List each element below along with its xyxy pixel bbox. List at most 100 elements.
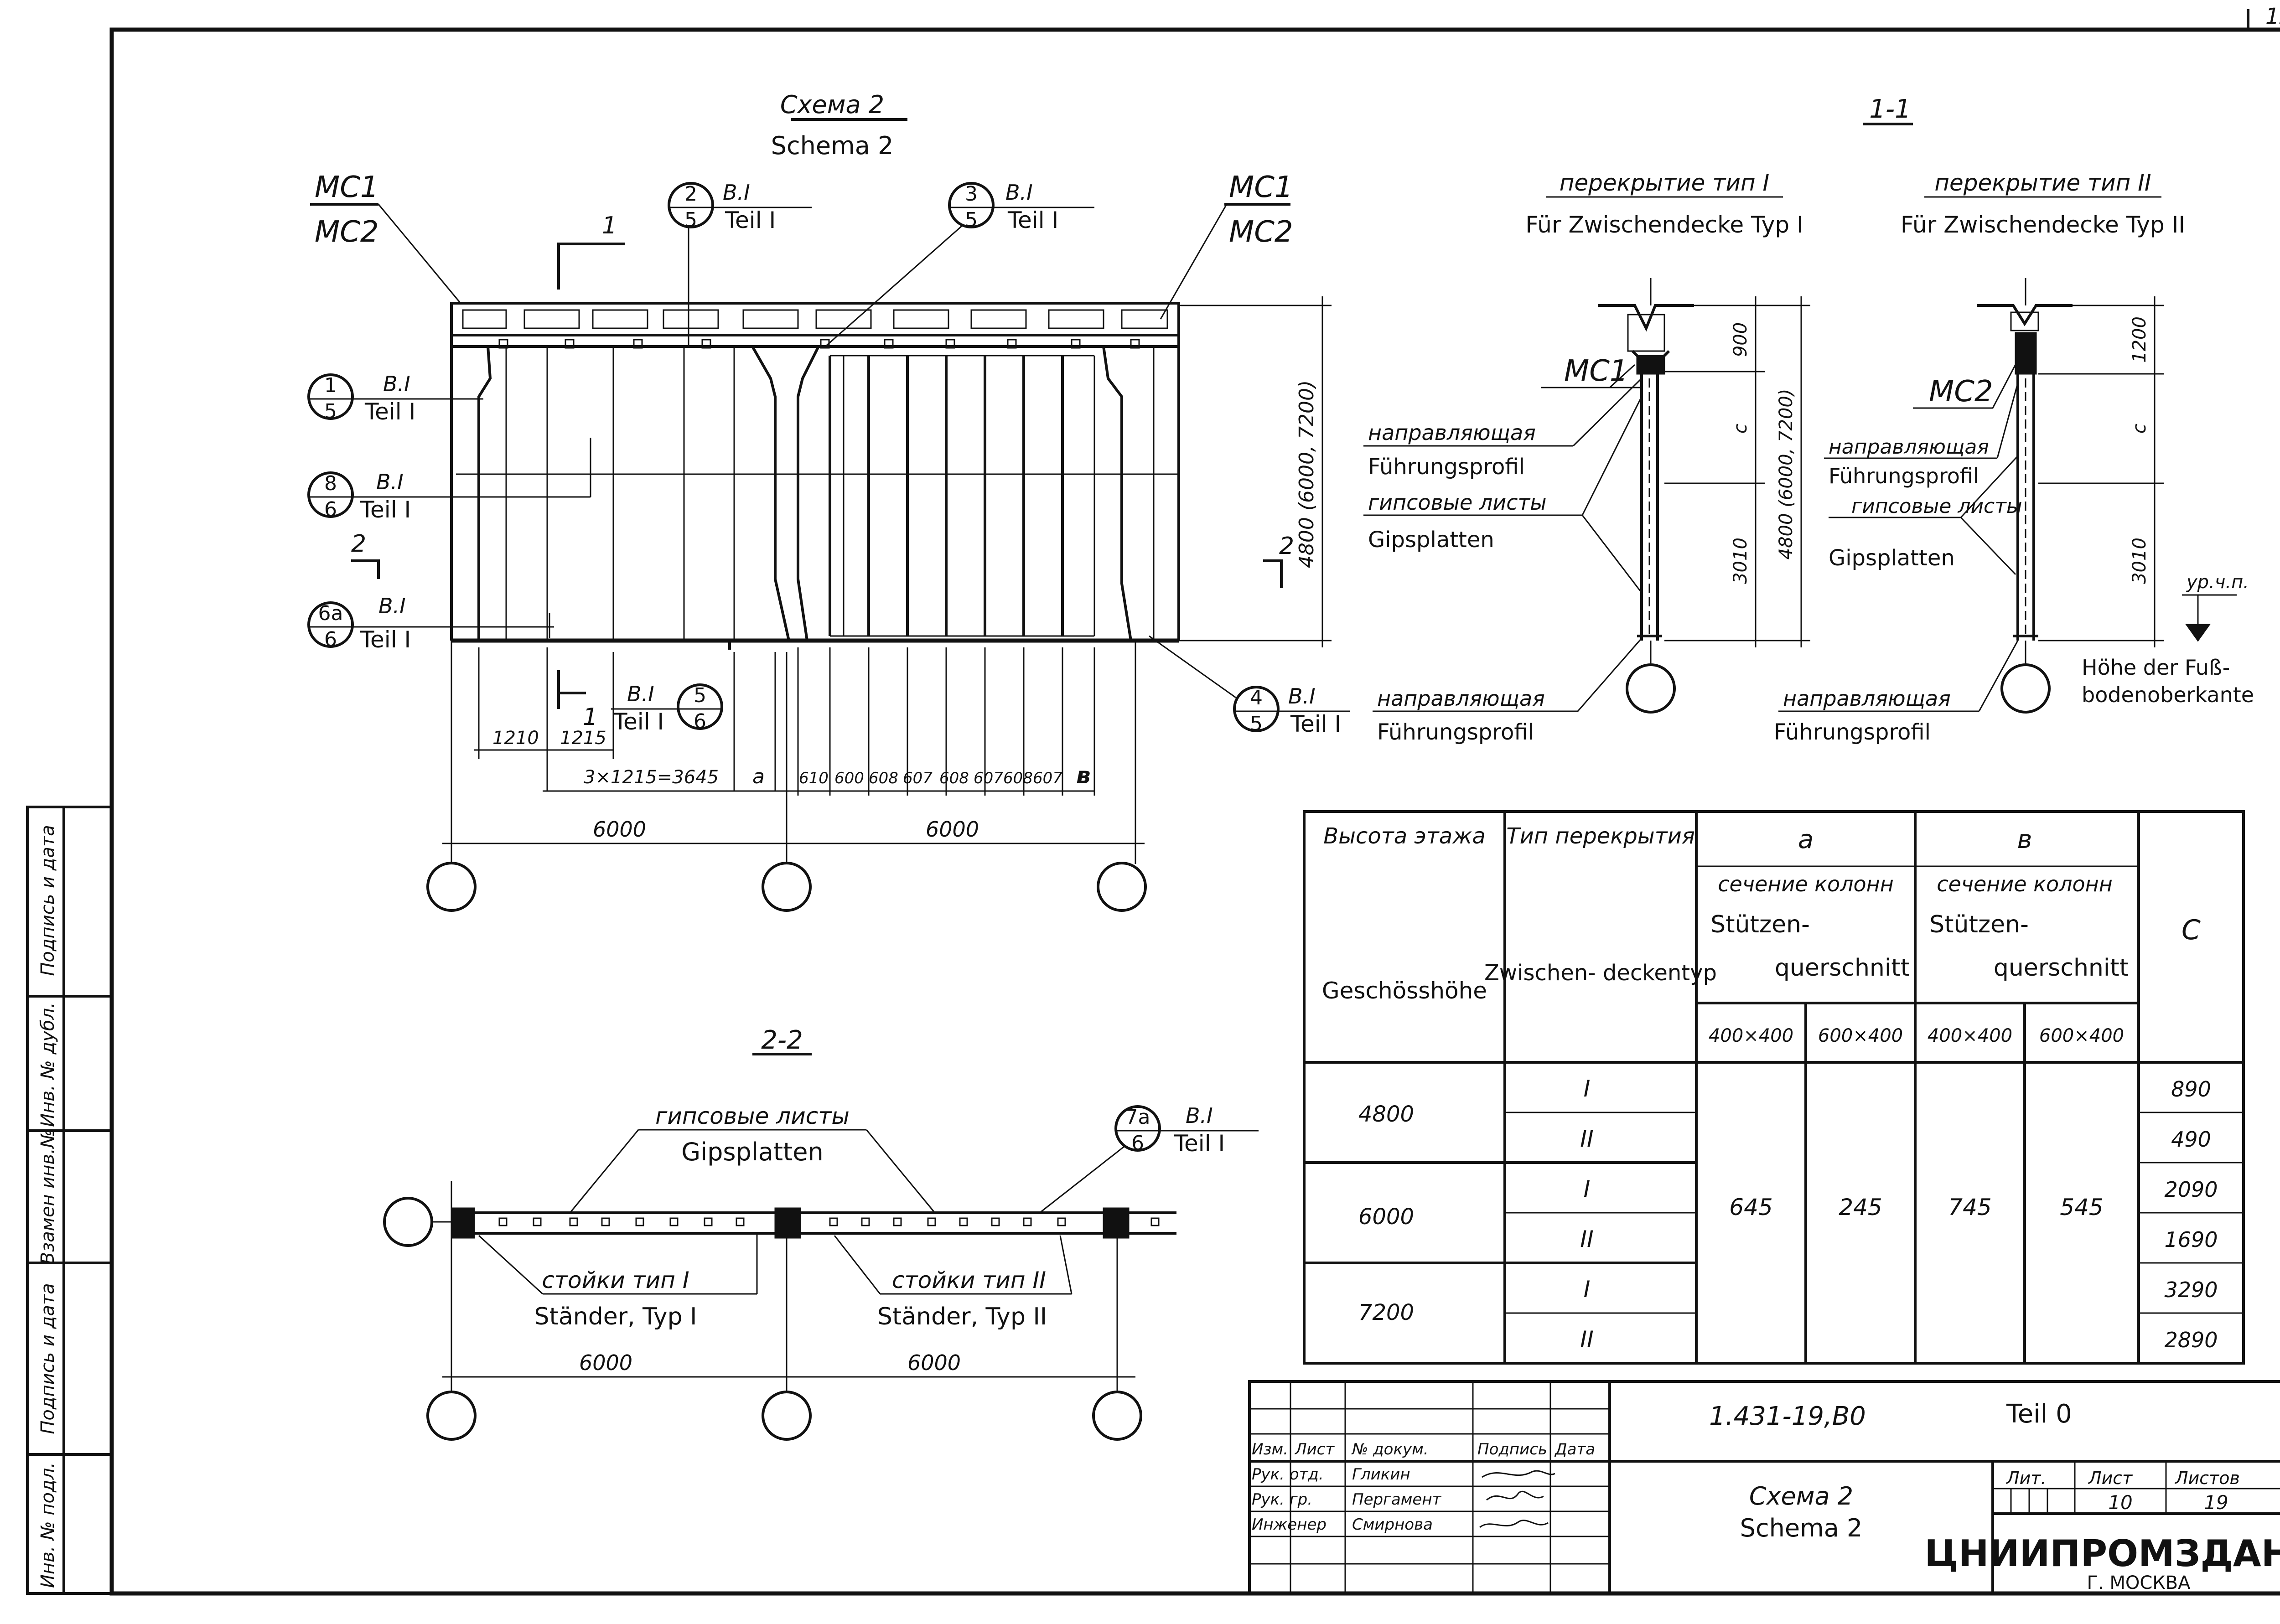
cell-type: I bbox=[1584, 1276, 1591, 1303]
height-dimension: 4800 (6000, 7200) bbox=[1295, 380, 1318, 568]
section-mark: 1 bbox=[602, 212, 617, 239]
bubble-teil: Teil I bbox=[1290, 711, 1341, 737]
header-sec-de1: Stützen- bbox=[1710, 911, 1810, 938]
bubble-num: 8 bbox=[324, 472, 337, 495]
dim-value: 608 bbox=[939, 769, 969, 787]
bubble-num: 1 bbox=[324, 374, 337, 397]
cell-value: 245 bbox=[1839, 1194, 1882, 1221]
guide-bottom-ru: направляющая bbox=[1783, 686, 1951, 711]
dim-value: 3010 bbox=[2129, 538, 2150, 584]
sig-header: Изм. bbox=[1252, 1440, 1288, 1458]
guide-label-ru: направляющая bbox=[1368, 420, 1536, 445]
bubble-ref: В.I bbox=[723, 180, 750, 205]
dim-value: 607 bbox=[974, 769, 1003, 787]
guide-label-de: Führungsprofil bbox=[1368, 454, 1525, 480]
dim-value: 900 bbox=[1730, 322, 1751, 357]
type2-de: Für Zwischendecke Typ II bbox=[1901, 212, 2185, 238]
bubble-den: 5 bbox=[1250, 712, 1263, 735]
cell-c: 490 bbox=[2171, 1127, 2211, 1152]
bubble-den: 5 bbox=[324, 400, 337, 423]
bubble-num: 4 bbox=[1250, 686, 1263, 709]
section-mark: 2 bbox=[351, 530, 366, 558]
bubble-teil: Teil I bbox=[360, 626, 411, 653]
stud2-de: Ständer, Typ II bbox=[877, 1303, 1047, 1330]
dim-value: 607 bbox=[1033, 769, 1062, 787]
bubble-teil: Teil I bbox=[364, 398, 415, 425]
header-type-de: Zwischen- deckentyp bbox=[1484, 960, 1717, 986]
gyps-label-ru: гипсовые листы bbox=[1368, 490, 1547, 515]
bubble-num: 3 bbox=[965, 182, 978, 206]
gyps-label-ru: гипсовые листы bbox=[655, 1103, 850, 1129]
stamp-label: Подпись и дата bbox=[37, 1283, 58, 1434]
bubble-teil: Teil I bbox=[1174, 1130, 1225, 1157]
header-height-de: Geschösshöhe bbox=[1322, 978, 1487, 1004]
stud2-ru: стойки тип II bbox=[892, 1267, 1046, 1293]
dim-value: в bbox=[1076, 762, 1091, 789]
dim-value: а bbox=[752, 765, 765, 788]
header-c: С bbox=[2182, 914, 2201, 946]
span-value: 6000 bbox=[579, 1350, 632, 1375]
dim-value: 1200 bbox=[2129, 316, 2150, 363]
stamp-label: Взамен инв.№ bbox=[37, 1129, 58, 1265]
doc-part: Teil 0 bbox=[2006, 1399, 2072, 1429]
org-name: ЦНИИПРОМЗДАНИЙ bbox=[1924, 1532, 2280, 1575]
mc1-label-right: МС1 bbox=[1229, 171, 1293, 204]
bubble-ref: В.I bbox=[376, 470, 404, 494]
sub-header: 400×400 bbox=[1928, 1025, 2012, 1046]
dim-value: 608 bbox=[1003, 769, 1033, 787]
type2-ru: перекрытие тип II bbox=[1934, 170, 2151, 196]
sig-name: Пергамент bbox=[1352, 1490, 1442, 1509]
grid-axis-bubble bbox=[383, 1197, 433, 1247]
dim-value: 1210 bbox=[492, 728, 539, 749]
bubble-teil: Teil I bbox=[360, 497, 411, 523]
cell-c: 3290 bbox=[2164, 1277, 2218, 1302]
sheets-label: Листов bbox=[2174, 1468, 2240, 1488]
bubble-num: 6а bbox=[318, 602, 343, 625]
bubble-ref: В.I bbox=[1288, 684, 1316, 709]
doc-code: 1.431-19,В0 bbox=[1709, 1402, 1866, 1431]
sig-role: Рук. гр. bbox=[1252, 1490, 1312, 1509]
cell-value: 645 bbox=[1729, 1194, 1772, 1221]
dim-value: 3×1215=3645 bbox=[584, 767, 719, 788]
grid-axis-bubble bbox=[762, 1391, 812, 1441]
header-sec-ru: сечение колонн bbox=[1937, 872, 2113, 896]
sig-name: Гликин bbox=[1352, 1465, 1410, 1484]
type1-ru: перекрытие тип I bbox=[1560, 170, 1770, 196]
title-block: Изм. Лист № докум. Подпись Дата Рук. отд… bbox=[1248, 1380, 2280, 1595]
grid-axis-bubble bbox=[1097, 862, 1147, 912]
cell-c: 1690 bbox=[2164, 1227, 2218, 1252]
stamp-label: Подпись и дата bbox=[37, 825, 58, 976]
mc2-label-left: МС2 bbox=[315, 215, 379, 249]
section-2-2: 2-2 гипсовые листы Gipsplatten bbox=[383, 1025, 1259, 1441]
signature-mark bbox=[1486, 1490, 1544, 1501]
sheet-label: Лист bbox=[2088, 1468, 2133, 1488]
mc2-label: МС2 bbox=[1929, 375, 1993, 409]
mc1-label-left: МС1 bbox=[315, 171, 379, 204]
span-value: 6000 bbox=[593, 817, 646, 842]
gyps-label-de: Gipsplatten bbox=[1829, 545, 1955, 571]
header-a: а bbox=[1798, 825, 1814, 854]
dim-value: 610 bbox=[799, 769, 829, 787]
type1-de: Für Zwischendecke Typ I bbox=[1525, 212, 1803, 238]
sheet-number: 10 bbox=[2108, 1491, 2132, 1514]
guide-label-ru: направляющая bbox=[1829, 435, 1989, 459]
bubble-den: 6 bbox=[694, 710, 706, 733]
bubble-ref: В.I bbox=[383, 372, 410, 396]
grid-axis-bubble bbox=[1626, 663, 1676, 714]
dim-value: с bbox=[1730, 424, 1751, 434]
section-title: 1-1 bbox=[1869, 94, 1911, 124]
cell-type: I bbox=[1584, 1076, 1591, 1102]
sig-header: Лист bbox=[1294, 1440, 1335, 1458]
span-value: 6000 bbox=[907, 1350, 961, 1375]
sheet-frame: 12 bbox=[109, 4, 2280, 1596]
header-type-ru: Тип перекрытия bbox=[1506, 823, 1694, 849]
bubble-teil: Teil I bbox=[613, 709, 664, 735]
cell-value: 545 bbox=[2060, 1194, 2103, 1221]
schema-title-ru: Схема 2 bbox=[780, 90, 884, 119]
bubble-den: 6 bbox=[1131, 1132, 1144, 1155]
signature-mark bbox=[1479, 1520, 1549, 1528]
section-mark: 2 bbox=[1279, 533, 1294, 560]
span-value: 6000 bbox=[926, 817, 979, 842]
